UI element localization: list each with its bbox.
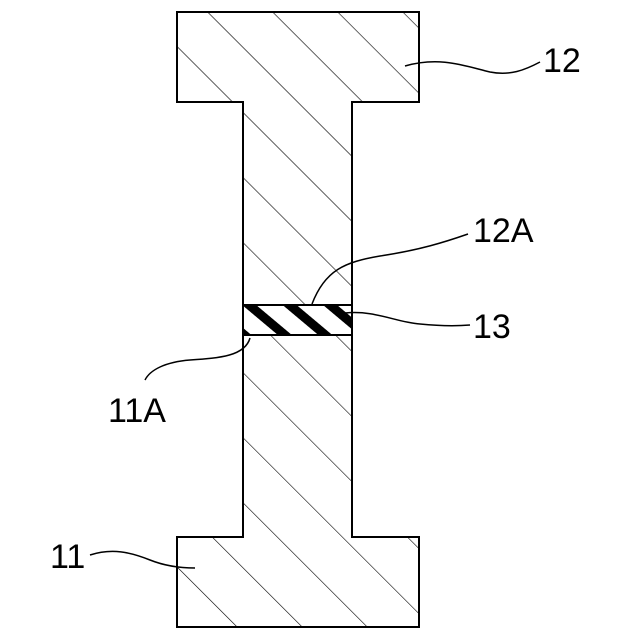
leader-line-12 [405, 62, 540, 74]
label-12: 12 [543, 42, 581, 80]
leader-line-11a [145, 338, 250, 380]
label-11: 11 [50, 538, 85, 576]
label-11a: 11A [108, 392, 166, 430]
label-13: 13 [473, 308, 511, 346]
upper-member [177, 12, 419, 305]
lower-member [177, 335, 419, 627]
leader-line-13 [345, 313, 470, 326]
label-12a: 12A [473, 212, 534, 250]
joint-layer [243, 305, 352, 335]
